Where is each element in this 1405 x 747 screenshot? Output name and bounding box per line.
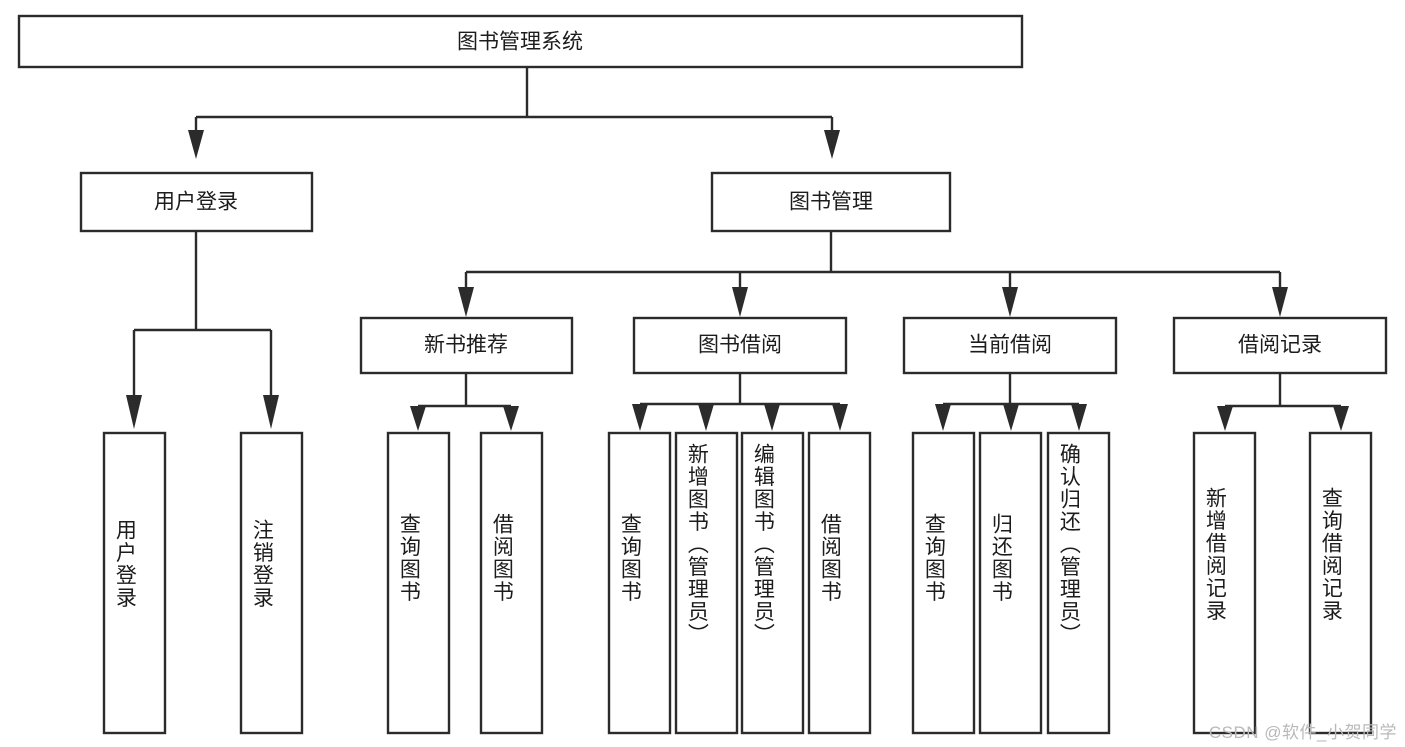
node-current-borrow[interactable] xyxy=(902,316,1118,375)
leaf-box-query-book-c[interactable] xyxy=(911,431,976,735)
arrow-leaf-user-login xyxy=(126,395,142,429)
arrow-to-book-manage xyxy=(824,130,840,159)
leaf-box-query-book-b[interactable] xyxy=(607,431,672,735)
leaf-box-user-login[interactable] xyxy=(102,431,167,735)
arrow-leaf-borrow-book-a xyxy=(503,406,519,431)
arrow-leaf-borrow-book-b xyxy=(832,404,848,431)
node-borrow-record-label: 借阅记录 xyxy=(1238,334,1322,357)
node-current-borrow-label: 当前借阅 xyxy=(968,334,1052,357)
node-book-manage-label: 图书管理 xyxy=(789,191,873,214)
leaf-box-edit-book[interactable] xyxy=(740,431,805,735)
arrow-leaf-return-book xyxy=(1003,404,1019,431)
arrow-to-current-borrow xyxy=(1002,287,1018,317)
arrow-leaf-add-book xyxy=(698,404,714,431)
node-borrow-record[interactable] xyxy=(1172,316,1388,375)
arrow-leaf-confirm-return xyxy=(1071,404,1087,431)
leaf-box-borrow-book-a[interactable] xyxy=(479,431,544,735)
node-new-book-recommend-label: 新书推荐 xyxy=(424,334,508,357)
arrow-leaf-query-book-a xyxy=(410,406,426,431)
leaf-box-query-record[interactable] xyxy=(1308,431,1373,735)
node-user-login-label: 用户登录 xyxy=(154,191,238,214)
node-root-label: 图书管理系统 xyxy=(457,31,583,54)
arrow-leaf-edit-book xyxy=(764,404,780,431)
node-book-borrow[interactable] xyxy=(632,316,848,375)
watermark-text: CSDN @软件_小贺同学 xyxy=(1208,723,1397,742)
leaf-box-add-book[interactable] xyxy=(674,431,739,735)
arrow-leaf-logout xyxy=(263,395,279,429)
leaf-box-confirm-return[interactable] xyxy=(1046,431,1111,735)
arrow-leaf-query-book-c xyxy=(935,404,951,431)
leaf-box-logout[interactable] xyxy=(239,431,304,735)
arrow-leaf-query-book-b xyxy=(632,404,648,431)
arrow-to-user-login xyxy=(188,130,204,159)
leaf-box-borrow-book-b[interactable] xyxy=(807,431,872,735)
arrow-to-new-book-recommend xyxy=(458,287,474,317)
arrow-leaf-query-record xyxy=(1333,406,1349,431)
leaf-box-return-book[interactable] xyxy=(978,431,1043,735)
node-root[interactable] xyxy=(17,14,1024,69)
node-book-borrow-label: 图书借阅 xyxy=(698,334,782,357)
leaf-box-query-book-a[interactable] xyxy=(386,431,451,735)
arrow-to-book-borrow xyxy=(732,287,748,317)
node-new-book-recommend[interactable] xyxy=(359,316,574,375)
arrow-leaf-add-record xyxy=(1217,406,1233,431)
node-book-manage[interactable] xyxy=(710,171,952,233)
arrow-to-borrow-record xyxy=(1272,287,1288,317)
leaf-box-add-record[interactable] xyxy=(1192,431,1257,735)
